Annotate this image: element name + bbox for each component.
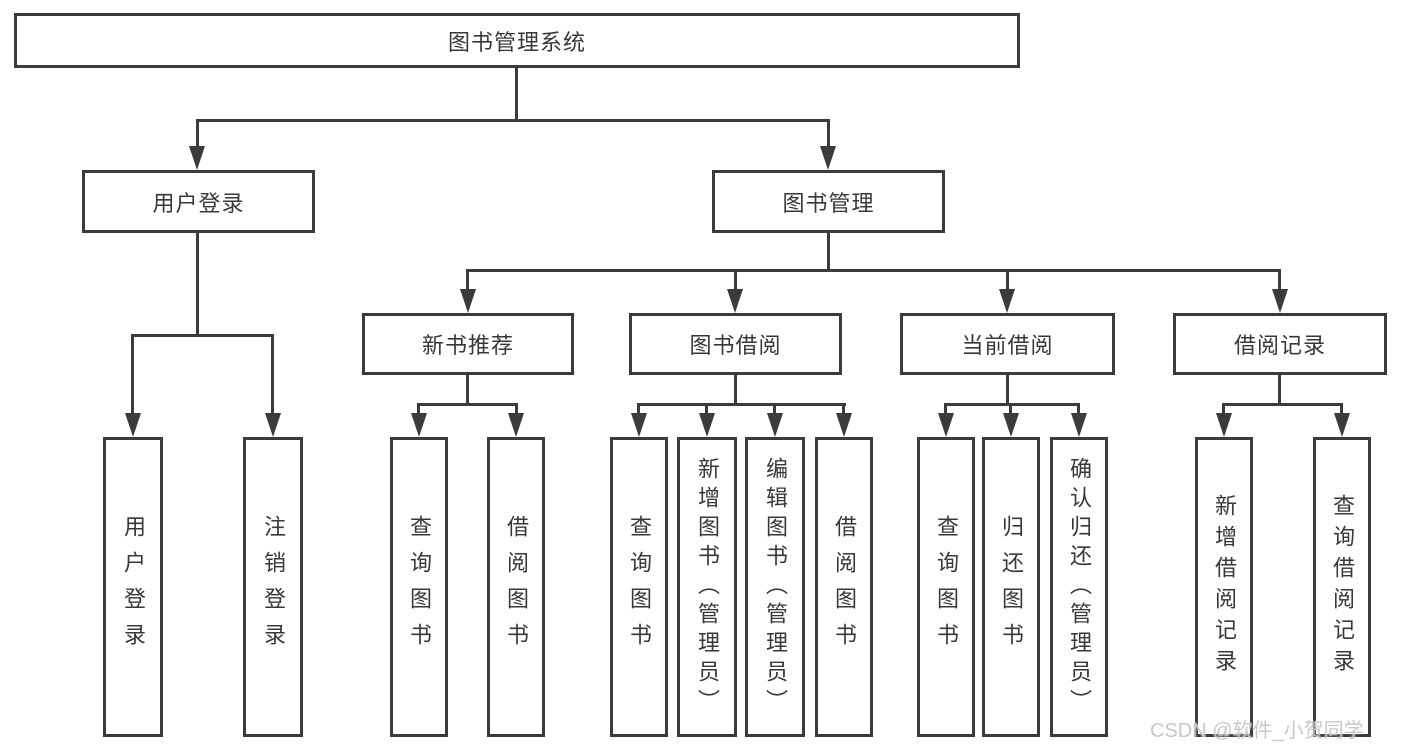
connector-line (466, 375, 469, 406)
leaf-bb-query-books: 查询图书 (610, 437, 668, 737)
node-book-management-label: 图书管理 (782, 190, 875, 216)
leaf-bb-borrow-books: 借阅图书 (815, 437, 873, 737)
leaf-user-login: 用户登录 (103, 437, 163, 737)
connector-line (131, 334, 274, 337)
leaf-cb-query-books-label: 查询图书 (934, 515, 959, 659)
connector-line (1006, 375, 1009, 406)
connector-line (944, 403, 947, 415)
connector-line (1009, 403, 1012, 415)
arrow-down-icon (1003, 413, 1019, 437)
leaf-bb-query-books-label: 查询图书 (627, 515, 652, 659)
node-root: 图书管理系统 (14, 13, 1020, 68)
connector-line (1223, 403, 1343, 406)
connector-line (734, 375, 737, 406)
node-borrow-records-label: 借阅记录 (1233, 333, 1326, 358)
leaf-logout: 注销登录 (243, 437, 303, 737)
arrow-down-icon (1272, 289, 1288, 313)
leaf-cb-return-books: 归还图书 (982, 437, 1040, 737)
leaf-bb-borrow-books-label: 借阅图书 (832, 515, 857, 659)
leaf-user-login-label: 用户登录 (121, 515, 146, 659)
leaf-bb-edit-books-admin: 编辑图书（管理员） (745, 437, 805, 737)
connector-line (773, 403, 776, 415)
arrow-down-icon (1216, 413, 1232, 437)
arrow-down-icon (1334, 413, 1350, 437)
node-current-borrow: 当前借阅 (900, 313, 1115, 375)
connector-line (467, 269, 1281, 272)
node-new-book-recommend: 新书推荐 (362, 313, 574, 375)
connector-line (637, 403, 640, 415)
connector-line (196, 119, 830, 122)
connector-line (196, 233, 199, 336)
arrow-down-icon (767, 413, 783, 437)
connector-line (466, 269, 469, 291)
leaf-bb-add-books-admin: 新增图书（管理员） (677, 437, 737, 737)
connector-line (271, 334, 274, 415)
leaf-br-query-record-label: 查询借阅记录 (1330, 494, 1355, 680)
leaf-cb-query-books: 查询图书 (917, 437, 975, 737)
leaf-br-add-record-label: 新增借阅记录 (1212, 494, 1237, 680)
node-root-label: 图书管理系统 (447, 29, 586, 55)
arrow-down-icon (836, 413, 852, 437)
connector-line (1278, 375, 1281, 406)
leaf-bb-add-books-admin-label: 新增图书（管理员） (695, 456, 720, 718)
node-book-borrow-label: 图书借阅 (689, 333, 782, 358)
csdn-watermark: CSDN @软件_小贺同学 (1150, 720, 1364, 742)
connector-line (734, 269, 737, 291)
leaf-cb-return-books-label: 归还图书 (999, 515, 1024, 659)
leaf-logout-label: 注销登录 (261, 515, 286, 659)
arrow-down-icon (938, 413, 954, 437)
leaf-nbr-query-books-label: 查询图书 (407, 515, 432, 659)
connector-line (1340, 403, 1343, 415)
node-user-login: 用户登录 (82, 170, 315, 233)
leaf-nbr-borrow-books: 借阅图书 (487, 437, 545, 737)
connector-line (515, 68, 518, 122)
leaf-br-query-record: 查询借阅记录 (1313, 437, 1371, 737)
connector-line (827, 233, 830, 272)
leaf-cb-confirm-return-admin-label: 确认归还（管理员） (1067, 456, 1092, 718)
leaf-bb-edit-books-admin-label: 编辑图书（管理员） (763, 456, 788, 718)
connector-line (417, 403, 420, 415)
leaf-nbr-borrow-books-label: 借阅图书 (504, 515, 529, 659)
node-book-management: 图书管理 (712, 170, 945, 233)
arrow-down-icon (699, 413, 715, 437)
arrow-down-icon (189, 146, 205, 170)
node-borrow-records: 借阅记录 (1173, 313, 1387, 375)
node-new-book-recommend-label: 新书推荐 (421, 333, 514, 358)
arrow-down-icon (727, 289, 743, 313)
arrow-down-icon (999, 289, 1015, 313)
arrow-down-icon (265, 413, 281, 437)
connector-line (515, 403, 518, 415)
connector-line (131, 334, 134, 415)
connector-line (638, 403, 846, 406)
connector-line (842, 403, 845, 415)
arrow-down-icon (820, 146, 836, 170)
connector-line (1222, 403, 1225, 415)
node-user-login-label: 用户登录 (152, 190, 245, 216)
connector-line (705, 403, 708, 415)
arrow-down-icon (631, 413, 647, 437)
arrow-down-icon (460, 289, 476, 313)
node-book-borrow: 图书借阅 (629, 313, 842, 375)
leaf-br-add-record: 新增借阅记录 (1195, 437, 1253, 737)
connector-line (196, 119, 199, 148)
node-current-borrow-label: 当前借阅 (961, 333, 1054, 358)
connector-line (418, 403, 518, 406)
connector-line (827, 119, 830, 148)
connector-line (1006, 269, 1009, 291)
arrow-down-icon (1071, 413, 1087, 437)
arrow-down-icon (508, 413, 524, 437)
leaf-cb-confirm-return-admin: 确认归还（管理员） (1050, 437, 1108, 737)
arrow-down-icon (411, 413, 427, 437)
connector-line (1077, 403, 1080, 415)
arrow-down-icon (125, 413, 141, 437)
leaf-nbr-query-books: 查询图书 (390, 437, 448, 737)
connector-line (1278, 269, 1281, 291)
connector-line (945, 403, 1080, 406)
